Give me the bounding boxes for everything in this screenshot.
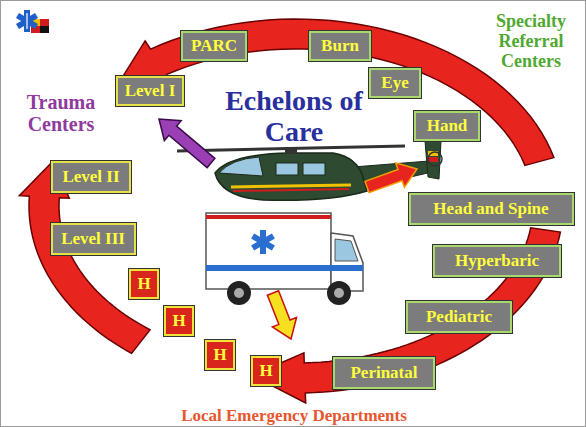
box-label: Level I (125, 81, 176, 101)
wheel (327, 281, 351, 305)
window (276, 163, 298, 175)
star-arm (251, 233, 275, 250)
trauma-level-box: Level I (116, 76, 184, 106)
wheel (227, 281, 251, 305)
specialty-box: Burn (309, 31, 371, 61)
tail-stripe (428, 157, 438, 162)
box-label: Burn (321, 36, 359, 56)
ring-arrows (19, 19, 560, 403)
ambulance (206, 213, 363, 305)
hospital-box: H (251, 356, 281, 386)
ambulance-box (206, 213, 331, 289)
ambulance-stripe (206, 265, 363, 271)
trauma-level-box: Level III (51, 223, 136, 255)
box-label: Level II (62, 167, 119, 187)
transport-arrow (159, 119, 215, 168)
star-of-life (16, 10, 38, 32)
group-label: Specialty Referral Centers (479, 11, 583, 71)
ems-logo (16, 10, 49, 33)
hub (234, 288, 244, 298)
fuselage (215, 153, 367, 200)
helicopter (177, 141, 442, 200)
hospital-box: H (129, 269, 159, 299)
flag-part (40, 26, 49, 33)
specialty-box: Eye (369, 68, 421, 98)
box-label: Head and Spine (433, 199, 548, 219)
box-label: PARC (191, 36, 237, 56)
group-label: Local Emergency Departments (1, 406, 586, 425)
flag-part (40, 19, 49, 26)
hospital-box: H (164, 306, 194, 336)
star-arm (16, 13, 38, 29)
cab-window (335, 239, 358, 261)
specialty-box: Perinatal (333, 357, 435, 389)
star-arm (251, 233, 275, 250)
body-stripe (233, 189, 349, 191)
transport-arrows (159, 119, 417, 339)
hub (334, 288, 344, 298)
star-arm (16, 13, 38, 29)
box-label: Hand (427, 116, 468, 136)
hospital-box: H (205, 340, 235, 370)
box-label: H (259, 361, 272, 381)
trauma-level-box: Level II (51, 161, 131, 193)
staff (26, 13, 27, 29)
box-label: H (213, 345, 226, 365)
box-label: Level III (61, 229, 125, 249)
ambulance-stripe (206, 215, 331, 219)
window (303, 163, 325, 175)
diagram-title: Echelons of Care (194, 85, 394, 147)
specialty-box: Hyperbaric (433, 245, 561, 277)
box-label: Pediatric (426, 307, 492, 327)
star-of-life (251, 230, 275, 254)
tail-rotor (428, 152, 442, 166)
ring-arrow (19, 161, 150, 353)
specialty-box: Pediatric (406, 301, 512, 333)
transport-arrow (365, 163, 417, 193)
box-label: H (172, 311, 185, 331)
specialty-box: PARC (181, 31, 247, 61)
specialty-box: Head and Spine (409, 193, 574, 225)
specialty-box: Hand (414, 111, 480, 141)
windscreen (219, 157, 263, 176)
tail-fin (425, 141, 441, 179)
group-label: Trauma Centers (9, 91, 113, 135)
box-label: Eye (381, 73, 408, 93)
transport-arrow (267, 291, 296, 339)
box-label: Hyperbaric (455, 251, 539, 271)
body-stripe (231, 185, 351, 187)
box-label: Perinatal (350, 363, 417, 383)
box-label: H (137, 274, 150, 294)
